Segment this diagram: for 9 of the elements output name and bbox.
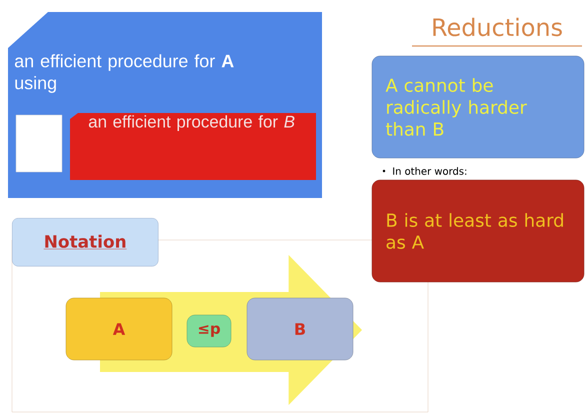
problem-box: A (66, 298, 172, 360)
blank-box (16, 114, 62, 172)
procedure-box: an efficient procedure for B (70, 113, 316, 180)
title: Reductions (433, 18, 562, 36)
bullet-text: In other words: (382, 167, 466, 175)
statement-box: A cannot be radically harder than B (372, 56, 584, 158)
problem-box: B (246, 298, 354, 360)
statement-box: B is at least as hard as A (372, 180, 584, 282)
relation-box: ≤p (186, 314, 232, 348)
